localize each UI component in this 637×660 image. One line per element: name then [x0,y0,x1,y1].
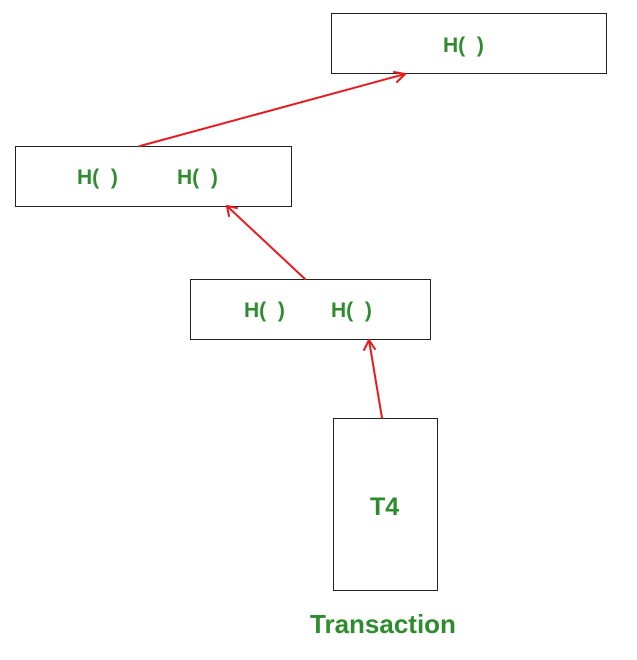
transaction-caption: Transaction [310,609,456,639]
arrow-level3-to-level2 [226,205,306,280]
transaction-box: T4 [333,418,438,591]
level3-hash-box: H( ) H( ) [190,279,431,340]
level3-right-hash-label: H( ) [331,299,372,322]
arrow-transaction-to-level3 [368,339,383,419]
arrowhead-level3-to-level2 [226,205,238,217]
level2-left-hash-label: H( ) [77,166,118,189]
level3-left-hash-label: H( ) [244,299,285,322]
level2-right-hash-label: H( ) [177,166,218,189]
arrow-level2-to-root [139,73,406,147]
arrowhead-transaction-to-level3 [363,339,376,351]
transaction-label: T4 [370,493,400,521]
root-hash-label: H( ) [443,34,484,57]
root-hash-box: H( ) [331,13,607,74]
level2-hash-box: H( ) H( ) [15,146,292,207]
